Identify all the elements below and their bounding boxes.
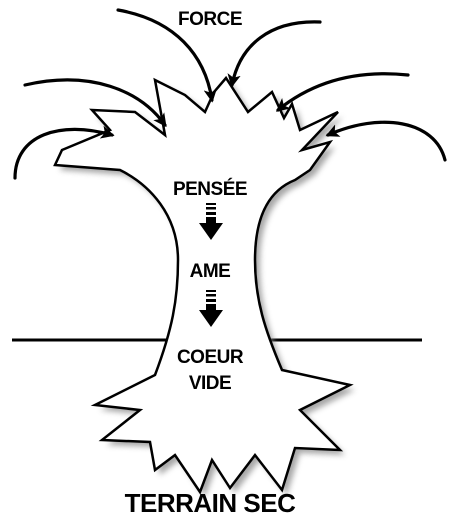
terrain-sec-label: TERRAIN SEC xyxy=(125,488,296,518)
ame-label: AME xyxy=(190,261,231,282)
force-label: FORCE xyxy=(178,9,242,30)
curved-arrow-icon xyxy=(278,74,408,110)
curved-arrow-icon xyxy=(328,122,445,160)
vide-label: VIDE xyxy=(189,373,231,394)
tree-shape xyxy=(55,78,350,492)
curved-arrow-icon xyxy=(232,22,320,85)
pensee-label: PENSÉE xyxy=(173,178,247,200)
coeur-label: COEUR xyxy=(177,347,244,368)
